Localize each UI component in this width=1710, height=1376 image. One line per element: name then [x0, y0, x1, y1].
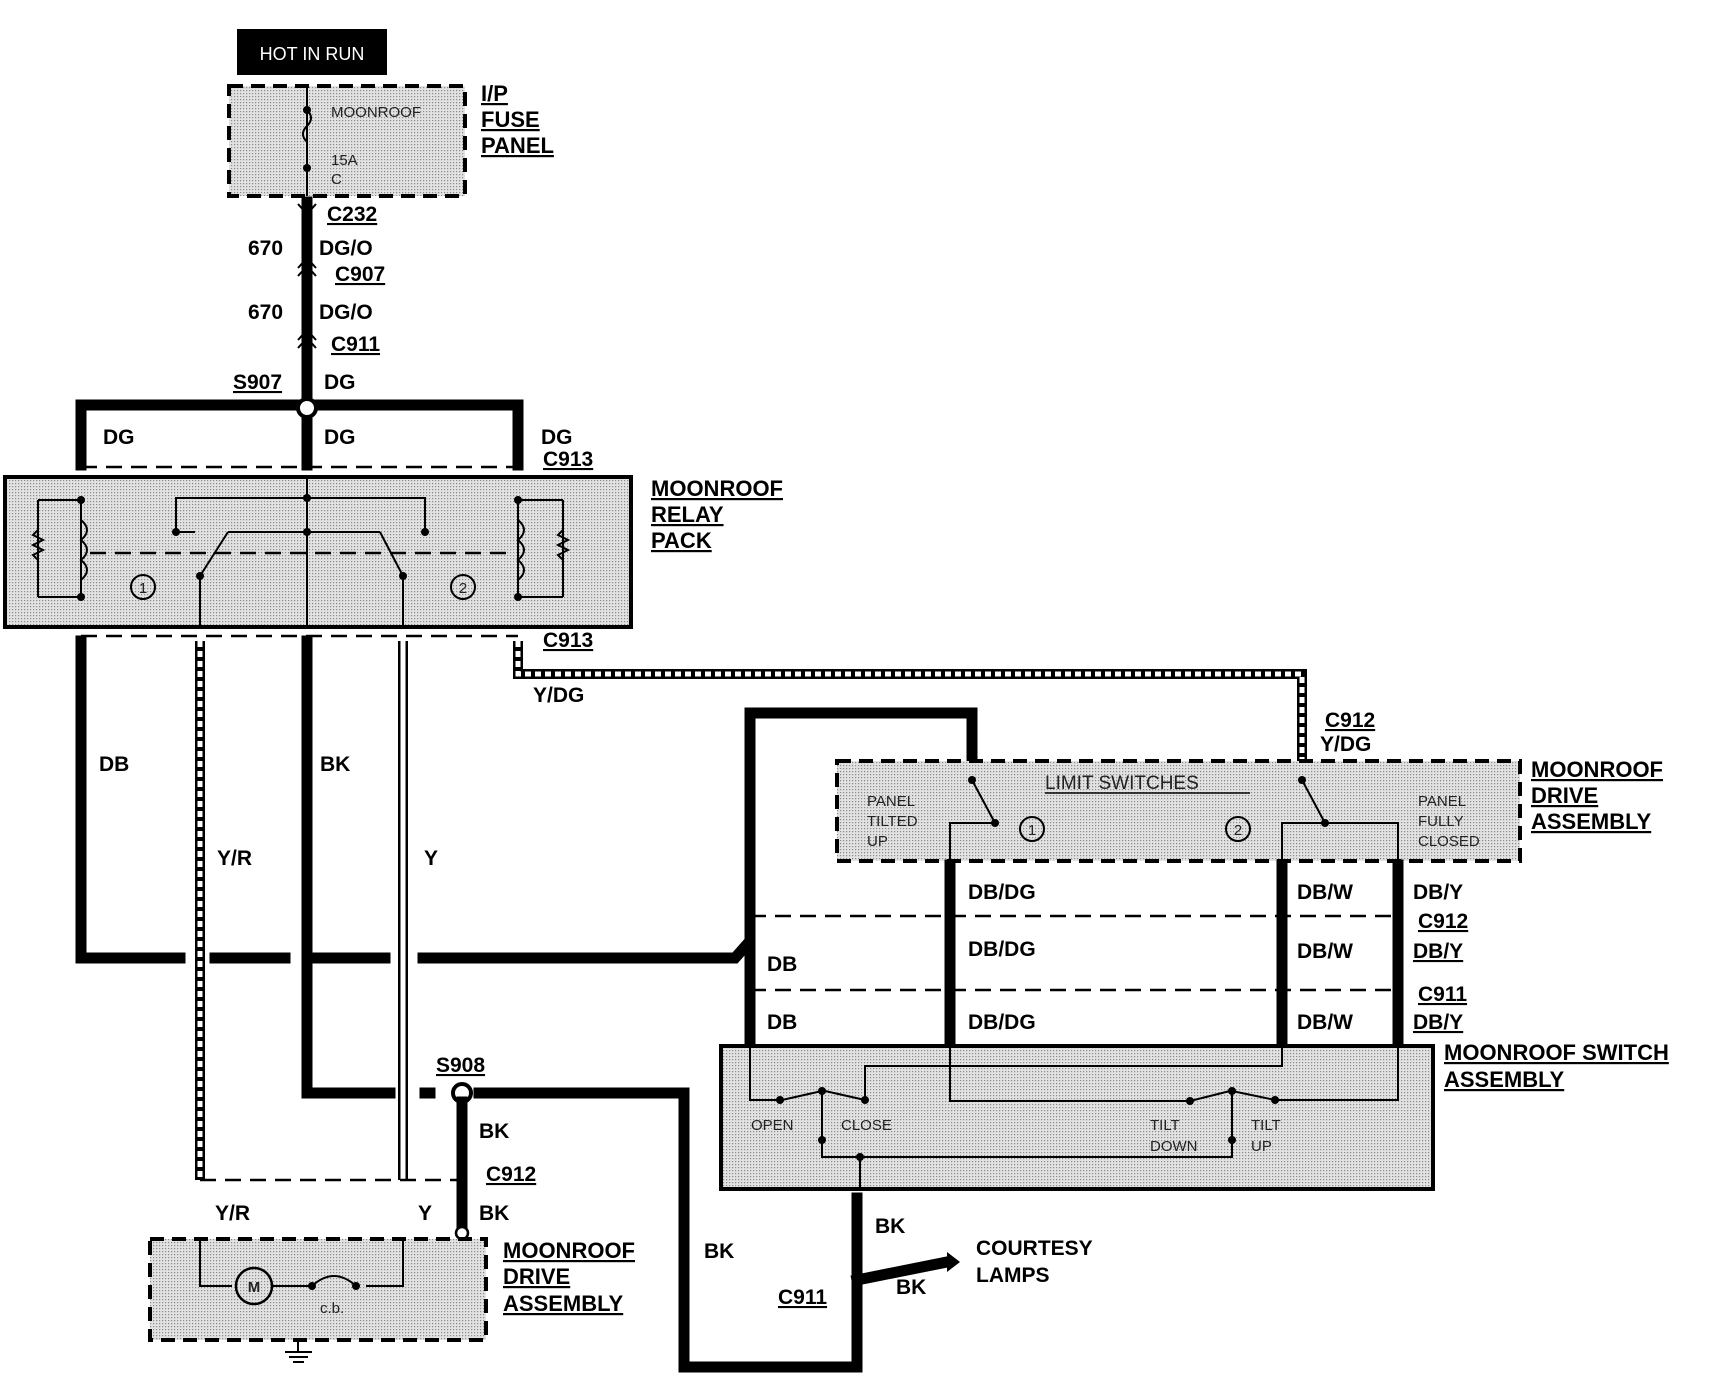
wire-dby-1: DB/Y [1413, 881, 1463, 904]
wire-dbw-1: DB/W [1297, 881, 1353, 904]
wire-dgo-b: DG/O [319, 301, 373, 324]
switch-assembly-title-1: MOONROOF SWITCH [1444, 1040, 1669, 1065]
wire-yr-upper: Y/R [217, 847, 252, 870]
switch-tilt-down-2: DOWN [1150, 1138, 1198, 1155]
wire-dg-left: DG [103, 426, 135, 449]
drive-assembly-top: LIMIT SWITCHES 1 2 PANEL TILTED UP PANEL… [835, 759, 1522, 865]
wire-bk-switch-ground: BK [875, 1215, 905, 1238]
courtesy-lamps-1: COURTESY [976, 1237, 1093, 1260]
courtesy-lamps-2: LAMPS [976, 1264, 1050, 1287]
switch-open-label: OPEN [751, 1117, 794, 1134]
limit-switch-2-number: 2 [1234, 822, 1242, 839]
c911-label-bottom: C911 [778, 1286, 827, 1309]
wire-bk-s908: BK [479, 1120, 509, 1143]
panel-tilted-up-3: UP [867, 833, 888, 850]
wire-bk-drive: BK [479, 1202, 509, 1225]
relay-pack-title-1: MOONROOF [651, 476, 783, 501]
fuse-pin: C [331, 171, 342, 188]
wire-ydg-left: Y/DG [533, 684, 584, 707]
fuse-panel-title-1: I/P [481, 81, 508, 106]
wire-db-3: DB [767, 1011, 797, 1034]
wire-dbdg-3: DB/DG [968, 1011, 1036, 1034]
wire-y-upper: Y [424, 847, 438, 870]
wire-y-lower: Y [418, 1202, 432, 1225]
relay-1-number: 1 [139, 580, 147, 597]
switch-assembly-title-2: ASSEMBLY [1444, 1067, 1565, 1092]
relay-2-number: 2 [459, 580, 467, 597]
s907-label: S907 [233, 371, 282, 394]
wire-bk-courtesy: BK [896, 1276, 926, 1299]
wire-db-left: DB [99, 753, 129, 776]
c912-label-ydg: C912 [1325, 709, 1375, 732]
wire-dg-right: DG [541, 426, 573, 449]
drive-assembly-bottom-title-2: DRIVE [503, 1264, 570, 1289]
panel-tilted-up-1: PANEL [867, 793, 915, 810]
panel-tilted-up-2: TILTED [867, 813, 918, 830]
panel-fully-closed-3: CLOSED [1418, 833, 1480, 850]
drive-assembly-top-title-2: DRIVE [1531, 783, 1598, 808]
fuse-panel-title-3: PANEL [481, 133, 554, 158]
wire-db-2: DB [767, 953, 797, 976]
drive-assembly-top-title-3: ASSEMBLY [1531, 809, 1652, 834]
switch-close-label: CLOSE [841, 1117, 892, 1134]
c911-label-right: C911 [1418, 983, 1467, 1006]
wire-bk-left: BK [320, 753, 350, 776]
wire-dby-3: DB/Y [1413, 1011, 1463, 1034]
wire-dby-2: DB/Y [1413, 940, 1463, 963]
s908-label: S908 [436, 1054, 485, 1077]
switch-tilt-up-1: TILT [1251, 1117, 1281, 1134]
wire-dg-mid: DG [324, 426, 356, 449]
drive-assembly-bottom-title-3: ASSEMBLY [503, 1291, 624, 1316]
switch-tilt-up-2: UP [1251, 1138, 1272, 1155]
wire-yr-lower: Y/R [215, 1202, 250, 1225]
wire-dgo-a: DG/O [319, 237, 373, 260]
c913-label-top: C913 [543, 448, 593, 471]
wire-dbw-2: DB/W [1297, 940, 1353, 963]
c912-label-right: C912 [1418, 910, 1468, 933]
fuse-name: MOONROOF [331, 104, 421, 121]
c907-label: C907 [335, 263, 385, 286]
switch-tilt-down-1: TILT [1150, 1117, 1180, 1134]
drive-assembly-top-title-1: MOONROOF [1531, 757, 1663, 782]
wire-dbdg-1: DB/DG [968, 881, 1036, 904]
fuse-panel: MOONROOF 15A C [227, 84, 467, 198]
wire-ydg-right: Y/DG [1320, 733, 1371, 756]
fuse-panel-title-2: FUSE [481, 107, 540, 132]
limit-switch-1-number: 1 [1028, 822, 1036, 839]
limit-switches-label: LIMIT SWITCHES [1045, 773, 1199, 794]
wire-bk-ground-run: BK [704, 1240, 734, 1263]
panel-fully-closed-2: FULLY [1418, 813, 1464, 830]
relay-pack-title-3: PACK [651, 528, 712, 553]
relay-pack: 1 2 [3, 475, 633, 629]
hot-in-run-badge [237, 29, 387, 75]
wire-670-b: 670 [248, 301, 283, 324]
c232-label: C232 [327, 203, 377, 226]
c912-label-bottom: C912 [486, 1163, 536, 1186]
c913-label-bottom: C913 [543, 629, 593, 652]
drive-assembly-bottom-title-1: MOONROOF [503, 1238, 635, 1263]
wire-dbw-3: DB/W [1297, 1011, 1353, 1034]
panel-fully-closed-1: PANEL [1418, 793, 1466, 810]
fuse-rating: 15A [331, 152, 358, 169]
breaker-label: c.b. [320, 1300, 344, 1317]
hot-in-run-label: HOT IN RUN [260, 44, 365, 64]
motor-label: M [248, 1279, 261, 1296]
wire-670-a: 670 [248, 237, 283, 260]
wire-dg-feed: DG [324, 371, 356, 394]
relay-pack-title-2: RELAY [651, 502, 724, 527]
drive-assembly-bottom: M c.b. [148, 1237, 488, 1363]
switch-assembly: OPEN CLOSE TILT DOWN TILT UP [719, 1044, 1435, 1191]
wire-dbdg-2: DB/DG [968, 938, 1036, 961]
c911-label-top: C911 [331, 333, 380, 356]
